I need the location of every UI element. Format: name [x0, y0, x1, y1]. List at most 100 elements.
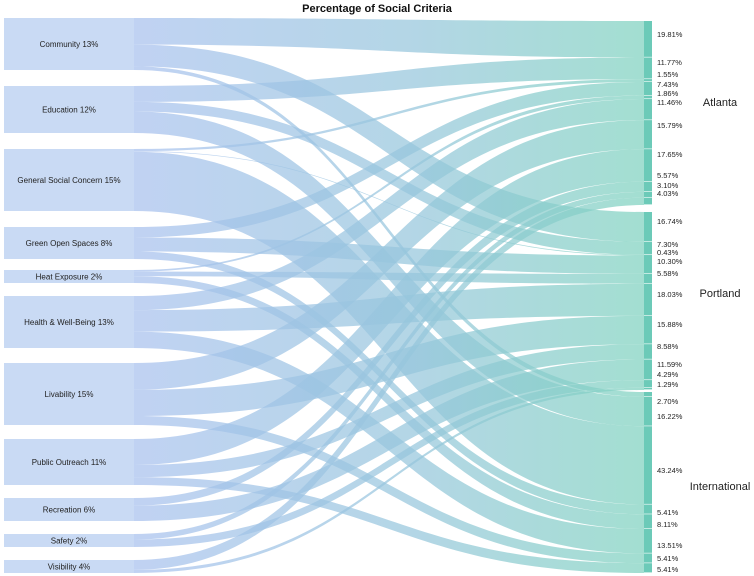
source-node-general-social-concern: [4, 149, 134, 211]
target-label-portland-7: 15.88%: [657, 320, 683, 329]
target-label-international-6: 13.51%: [657, 541, 683, 550]
target-label-portland-6: 18.03%: [657, 290, 683, 299]
group-label-international: International: [690, 481, 751, 493]
target-node-portland-9: [644, 359, 652, 380]
target-label-portland-9: 11.59%: [657, 360, 682, 369]
target-label-portland-5: 5.58%: [657, 269, 679, 278]
target-label-portland-4: 10.30%: [657, 257, 683, 266]
target-node-atlanta-4: [644, 81, 652, 96]
target-label-international-4: 5.41%: [657, 508, 679, 517]
flow-community-international: [134, 66, 644, 397]
flow-heat-exposure-atlanta: [134, 95, 644, 272]
chart-title: Percentage of Social Criteria: [302, 3, 453, 15]
source-node-green-open-spaces: [4, 227, 134, 259]
source-label-recreation: Recreation 6%: [43, 506, 95, 515]
flow-visibility-atlanta: [134, 197, 644, 570]
target-label-portland-10: 4.29%: [657, 370, 679, 379]
source-node-visibility: [4, 560, 134, 573]
source-label-health-and-well-being: Health & Well-Being 13%: [24, 318, 114, 327]
target-label-international-3: 43.24%: [657, 466, 683, 475]
source-label-general-social-concern: General Social Concern 15%: [17, 176, 120, 185]
target-node-atlanta-8: [644, 149, 652, 182]
target-node-atlanta-9: [644, 181, 652, 192]
flows: [134, 18, 644, 573]
flow-health-and-well-being-atlanta: [134, 99, 644, 311]
target-label-atlanta-10: 3.10%: [657, 181, 679, 190]
target-node-atlanta-5: [644, 95, 652, 99]
target-label-atlanta-9: 5.57%: [657, 171, 679, 180]
target-node-international-5: [644, 514, 652, 529]
target-node-atlanta-6: [644, 99, 652, 120]
flow-community-portland: [134, 44, 644, 242]
flow-livability-international: [134, 415, 644, 564]
flow-safety-atlanta: [134, 191, 644, 540]
source-label-visibility: Visibility 4%: [48, 563, 91, 572]
group-label-portland: Portland: [700, 288, 741, 300]
target-node-international-4: [644, 504, 652, 514]
target-label-international-2: 16.22%: [657, 412, 683, 421]
group-label-atlanta: Atlanta: [703, 97, 738, 109]
target-label-portland-11: 1.29%: [657, 380, 679, 389]
flow-recreation-portland: [134, 359, 644, 521]
flow-visibility-portland: [134, 387, 644, 573]
target-label-atlanta-2: 11.77%: [657, 58, 682, 67]
source-label-education: Education 12%: [42, 106, 96, 115]
target-node-portland-6: [644, 283, 652, 316]
target-node-portland-3: [644, 254, 652, 256]
target-label-atlanta-3: 1.55%: [657, 70, 679, 79]
flow-public-outreach-atlanta: [134, 149, 644, 465]
target-label-atlanta-5: 1.86%: [657, 89, 679, 98]
source-node-safety: [4, 534, 134, 547]
target-label-atlanta-6: 11.46%: [657, 98, 682, 107]
target-node-atlanta-11: [644, 197, 652, 205]
source-node-education: [4, 86, 134, 133]
target-node-international-8: [644, 563, 652, 573]
source-nodes: Community 13% Education 12% General Social…: [4, 18, 134, 573]
target-node-portland-7: [644, 315, 652, 344]
source-label-community: Community 13%: [40, 40, 99, 49]
flow-public-outreach-international: [134, 477, 644, 573]
flow-education-atlanta: [134, 57, 644, 102]
source-label-green-open-spaces: Green Open Spaces 8%: [26, 239, 113, 248]
target-node-portland-5: [644, 273, 652, 284]
target-node-international-7: [644, 553, 652, 563]
target-nodes: 19.81% 11.77% 1.55%7.43%1.86%11.46% 15.79% 1…: [644, 21, 750, 574]
flow-recreation-atlanta: [134, 181, 644, 506]
target-label-portland-1: 16.74%: [657, 217, 683, 226]
target-label-portland-3: 0.43%: [657, 248, 679, 257]
target-node-portland-10: [644, 380, 652, 388]
source-node-community: [4, 18, 134, 70]
target-label-portland-2: 7.30%: [657, 240, 679, 249]
target-node-portland-11: [644, 387, 652, 390]
target-node-portland-2: [644, 241, 652, 255]
source-label-public-outreach: Public Outreach 11%: [32, 458, 107, 467]
source-node-recreation: [4, 498, 134, 521]
source-node-public-outreach: [4, 439, 134, 485]
target-node-portland-1: [644, 212, 652, 242]
source-node-health-and-well-being: [4, 296, 134, 348]
target-label-atlanta-4: 7.43%: [657, 80, 679, 89]
flow-safety-portland: [134, 380, 644, 547]
target-node-atlanta-10: [644, 191, 652, 197]
source-node-heat-exposure: [4, 270, 134, 283]
flow-public-outreach-portland: [134, 344, 644, 478]
target-label-international-8: 5.41%: [657, 565, 679, 574]
target-label-international-5: 8.11%: [657, 520, 678, 529]
flow-community-atlanta: [134, 18, 644, 58]
flow-heat-exposure-international: [134, 276, 644, 529]
target-label-international-1: 2.70%: [657, 397, 679, 406]
target-label-atlanta-7: 15.79%: [657, 121, 683, 130]
source-label-heat-exposure: Heat Exposure 2%: [36, 273, 103, 282]
target-node-atlanta-7: [644, 120, 652, 149]
flow-general-social-concern-atlanta: [134, 79, 644, 152]
target-label-atlanta-11: 4.03%: [657, 189, 679, 198]
target-label-atlanta-1: 19.81%: [657, 30, 683, 39]
flow-education-portland: [134, 101, 644, 255]
target-node-international-3: [644, 426, 652, 504]
target-node-international-2: [644, 396, 652, 426]
target-node-atlanta-3: [644, 79, 652, 82]
target-node-atlanta-1: [644, 21, 652, 57]
source-label-safety: Safety 2%: [51, 537, 87, 546]
source-node-livability: [4, 363, 134, 425]
